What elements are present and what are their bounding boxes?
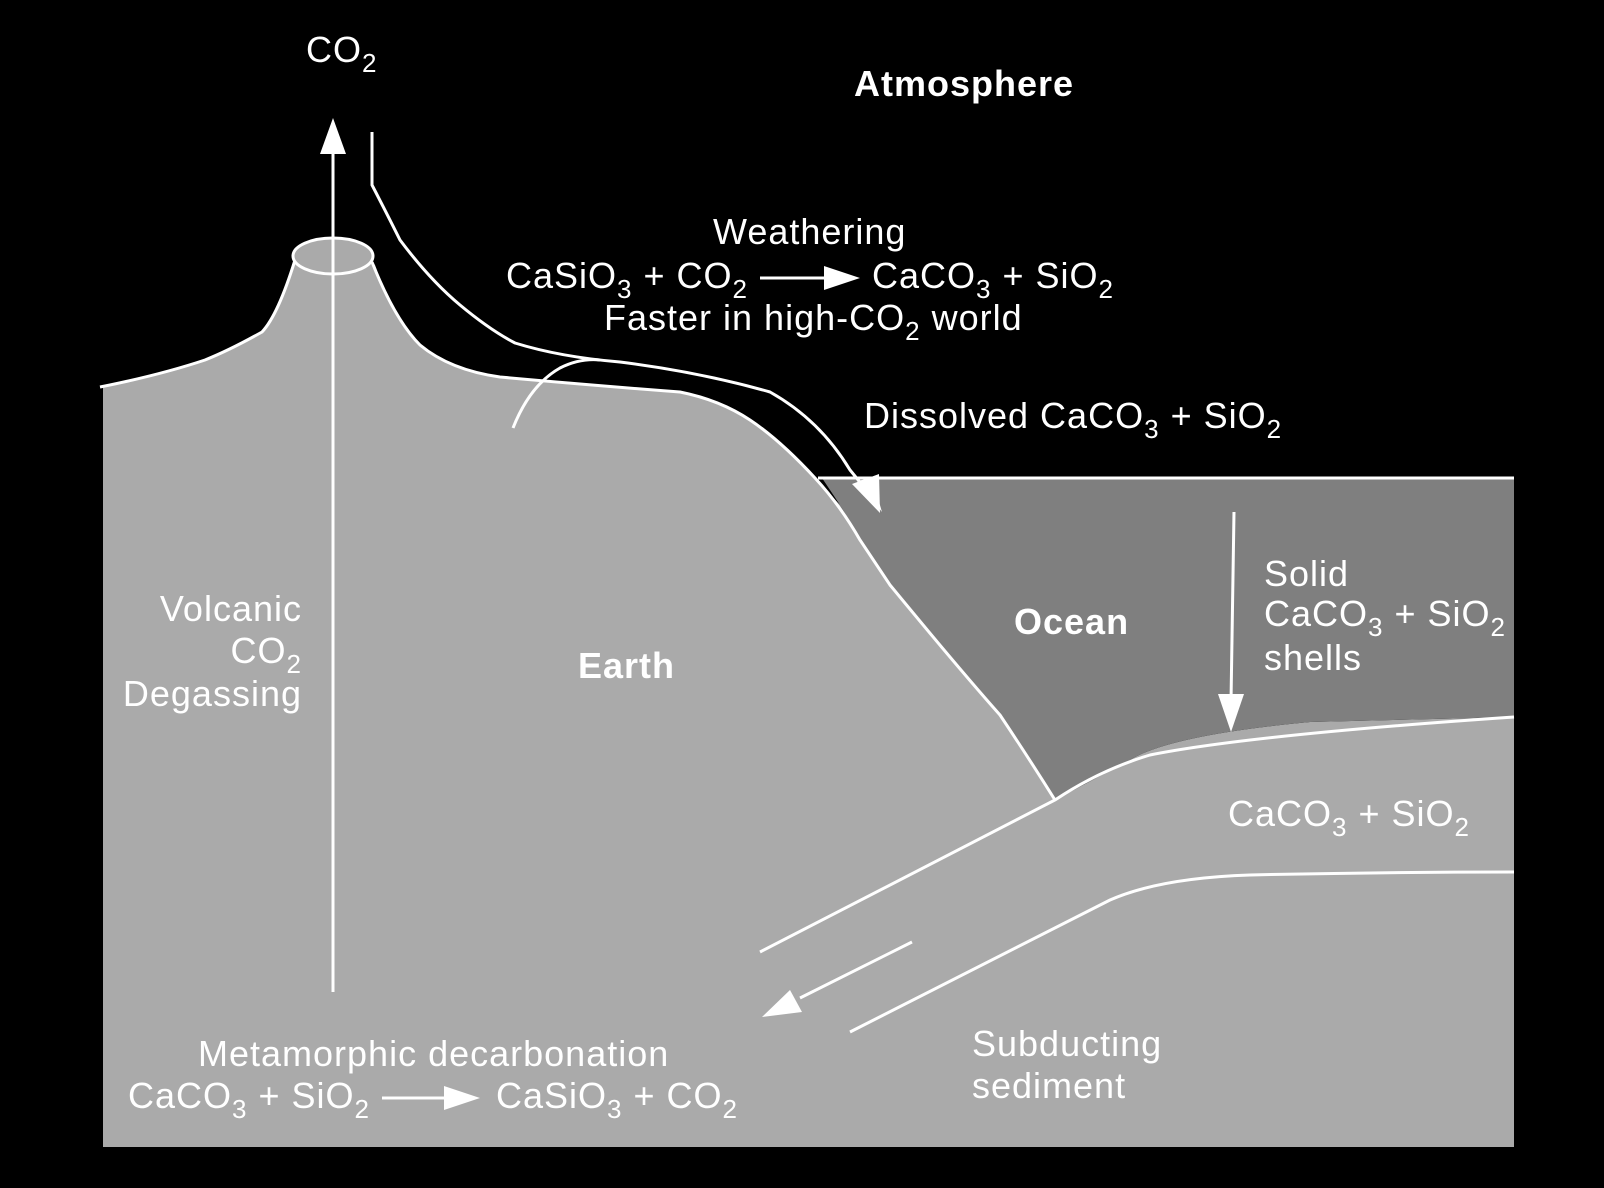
earth-label: Earth: [578, 645, 675, 686]
metamorphic-reactants: CaCO3 + SiO2: [128, 1075, 370, 1124]
weathering-label: Weathering: [713, 211, 906, 252]
sediment-layer-top: [759, 715, 1515, 954]
sediment-layer-label: CaCO3 + SiO2: [1228, 793, 1470, 842]
solid-label-line1: Solid: [1264, 553, 1349, 594]
continental-slope-outline: [370, 261, 1057, 801]
ocean-body: [822, 478, 1514, 800]
solid-label-line2: CaCO3 + SiO2: [1264, 593, 1506, 642]
volcanic-arrow-head: [320, 118, 346, 154]
soil-curve: [511, 358, 601, 429]
volcanic-label-line2: CO2: [231, 630, 302, 679]
volcanic-label-line3: Degassing: [123, 673, 302, 714]
faster-high-co2-label: Faster in high-CO2 world: [604, 297, 1023, 346]
ocean-label: Ocean: [1014, 601, 1129, 642]
earth-landmass: [103, 240, 1514, 1147]
weathering-runoff-arrow: [370, 132, 870, 493]
atmospheric-co2-label: CO2: [306, 29, 377, 78]
metamorphic-products: CaSiO3 + CO2: [496, 1075, 738, 1124]
subduction-arrow-head: [762, 990, 802, 1017]
solid-label-line3: shells: [1264, 637, 1362, 678]
metamorphic-label: Metamorphic decarbonation: [198, 1033, 669, 1074]
atmosphere-label: Atmosphere: [854, 63, 1074, 104]
subduction-arrow: [799, 940, 913, 1000]
weathering-reaction-arrow-head: [824, 266, 860, 290]
shells-sinking-arrow-head: [1218, 694, 1244, 732]
weathering-reactants: CaSiO3 + CO2: [506, 255, 748, 304]
shells-sinking-arrow: [1229, 511, 1236, 703]
ground-surface-outline: [99, 259, 297, 389]
subducting-label-line1: Subducting: [972, 1023, 1162, 1064]
weathering-products: CaCO3 + SiO2: [872, 255, 1114, 304]
dissolved-label: Dissolved CaCO3 + SiO2: [864, 395, 1282, 444]
sediment-layer-bottom: [849, 870, 1515, 1034]
volcanic-label-line1: Volcanic: [160, 588, 302, 629]
weathering-runoff-arrow-head-2: [852, 474, 880, 513]
metamorphic-reaction-arrow-head: [444, 1086, 480, 1110]
subducting-label-line2: sediment: [972, 1065, 1126, 1106]
